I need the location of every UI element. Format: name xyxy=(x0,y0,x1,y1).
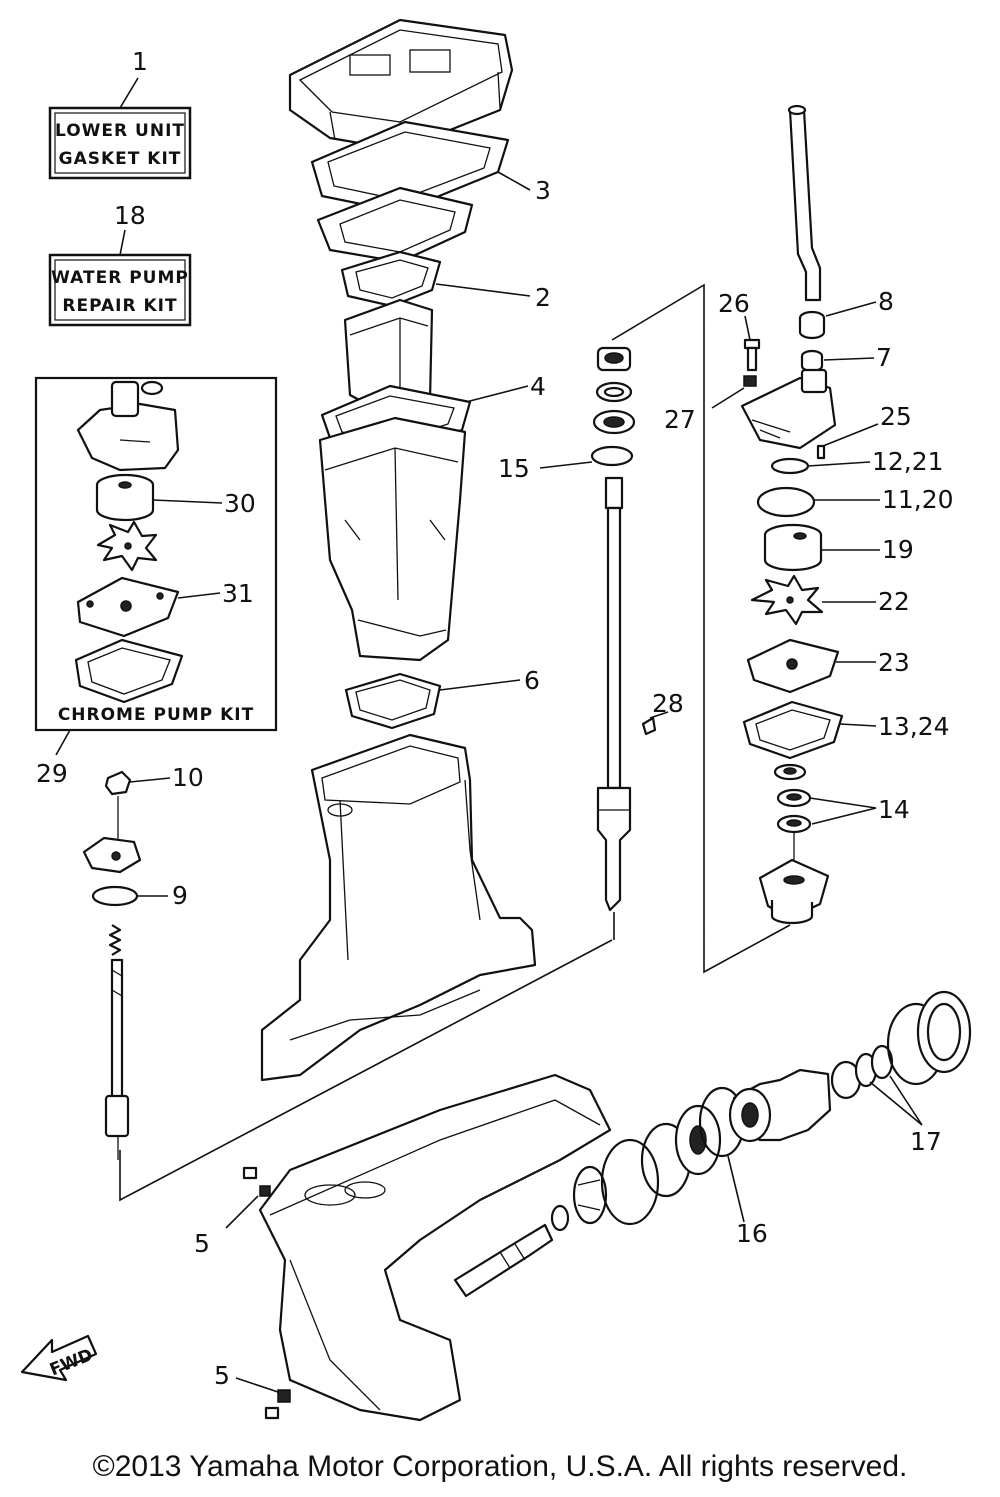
forward-arrow-icon: FWD xyxy=(20,1334,98,1382)
kit-chrome-pump-label: CHROME PUMP KIT xyxy=(58,705,254,725)
callout-13-24: 13,24 xyxy=(878,712,950,741)
kit-water-pump-line1: WATER PUMP xyxy=(51,268,189,288)
callout-27: 27 xyxy=(664,405,696,434)
callout-3: 3 xyxy=(535,176,551,205)
copyright-notice: ©2013 Yamaha Motor Corporation, U.S.A. A… xyxy=(92,1450,908,1483)
callout-31: 31 xyxy=(222,579,254,608)
callout-19: 19 xyxy=(882,535,914,564)
callout-30: 30 xyxy=(224,489,256,518)
callout-9: 9 xyxy=(172,881,188,910)
shift-rod-assembly: 10 9 xyxy=(82,763,204,1160)
gear-case xyxy=(258,1073,612,1422)
kit-water-pump-line2: REPAIR KIT xyxy=(62,296,177,316)
callout-17: 17 xyxy=(910,1127,942,1156)
drain-screws: 5 5 xyxy=(194,1166,291,1420)
callout-8: 8 xyxy=(878,287,894,316)
water-pump-assembly: 8 7 26 27 25 12,21 11,20 19 xyxy=(664,104,954,925)
kit-chrome-pump: CHROME PUMP KIT 29 30 31 xyxy=(34,376,278,788)
callout-5a: 5 xyxy=(194,1229,210,1258)
callout-22: 22 xyxy=(878,587,910,616)
callout-2: 2 xyxy=(535,283,551,312)
callout-4: 4 xyxy=(530,372,546,401)
callout-6: 6 xyxy=(524,666,540,695)
callout-10: 10 xyxy=(172,763,204,792)
lower-casing xyxy=(260,733,537,1082)
callout-1: 1 xyxy=(132,47,148,76)
kit-lower-unit-gasket: 1 LOWER UNIT GASKET KIT xyxy=(48,47,192,180)
callout-16: 16 xyxy=(736,1219,768,1248)
callout-28: 28 xyxy=(652,689,684,718)
callout-7: 7 xyxy=(876,343,892,372)
propeller-shaft-housing: 16 17 xyxy=(550,990,972,1248)
upper-casing-stack: 3 2 4 6 xyxy=(288,18,551,730)
callout-18: 18 xyxy=(114,201,146,230)
callout-14: 14 xyxy=(878,795,910,824)
callout-5b: 5 xyxy=(214,1361,230,1390)
callout-26: 26 xyxy=(718,289,750,318)
drive-shaft: 15 28 xyxy=(119,283,791,1202)
callout-29: 29 xyxy=(36,759,68,788)
kit-lower-unit-line1: LOWER UNIT xyxy=(55,121,185,141)
callout-11-20: 11,20 xyxy=(882,485,954,514)
callout-23: 23 xyxy=(878,648,910,677)
callout-15: 15 xyxy=(498,454,530,483)
callout-25: 25 xyxy=(880,402,912,431)
kit-lower-unit-line2: GASKET KIT xyxy=(59,149,182,169)
callout-12-21: 12,21 xyxy=(872,447,944,476)
kit-water-pump-repair: 18 WATER PUMP REPAIR KIT xyxy=(48,201,192,327)
